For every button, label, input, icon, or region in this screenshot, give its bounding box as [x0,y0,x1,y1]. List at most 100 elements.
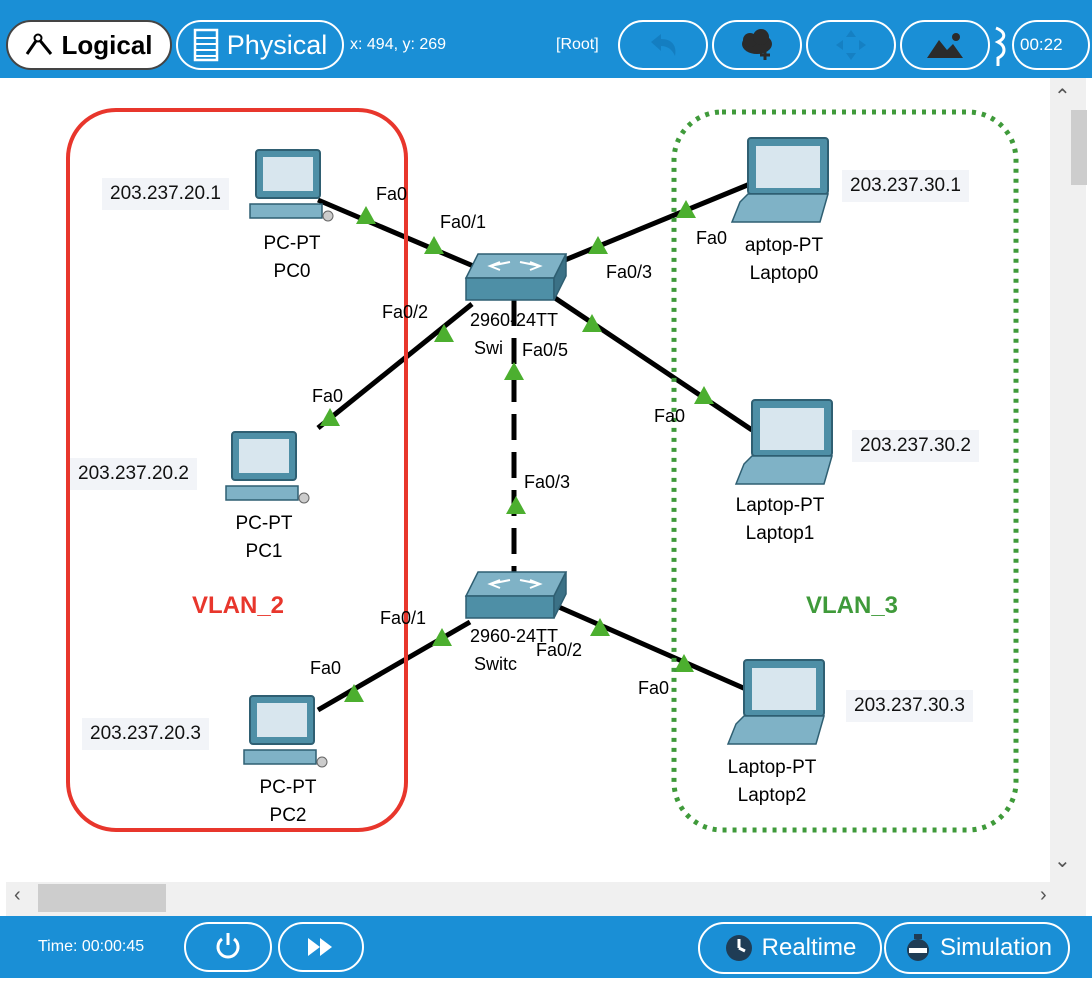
back-arrow-icon [651,34,676,56]
scroll-down-icon[interactable]: ⌄ [1054,850,1071,872]
cluster-button[interactable] [712,20,802,70]
laptop2-ip: 203.237.30.3 [846,690,973,722]
port-label: Fa0/1 [380,608,427,628]
vertical-scroll-thumb[interactable] [1071,110,1087,185]
vlan3-zone [671,109,1019,833]
pc0-label: PC-PT PC0 [250,230,334,286]
switch1-label: 2960-24TT Switc [462,622,566,678]
laptop1-label: Laptop-PT Laptop1 [724,492,836,548]
switch0-type: 2960-24TT [469,310,559,330]
vertical-scrollbar[interactable] [1050,78,1086,886]
clock-text: 00:22 [1020,35,1063,54]
horizontal-scrollbar[interactable] [6,882,1086,916]
scroll-up-icon[interactable]: ⌃ [1054,86,1071,108]
link-laptop0-switch0 [559,181,751,265]
simulation-button[interactable]: Simulation [884,922,1070,974]
scroll-left-icon[interactable]: ‹ [14,884,21,906]
cursor-coordinates: x: 494, y: 269 [350,36,447,53]
port-label: Fa0 [638,678,670,698]
cloud-icon [742,29,772,60]
port-label: Fa0/3 [606,262,653,282]
horizontal-scroll-thumb[interactable] [38,884,166,912]
link-pc0-switch0 [317,197,479,271]
switch0-name: Swi [474,338,504,358]
logical-label: Logical [61,29,153,60]
pc2-label: PC-PT PC2 [246,774,330,830]
back-button[interactable] [618,20,708,70]
vlan2-zone [66,108,408,832]
pc2-type: PC-PT [259,777,317,798]
realtime-label: Realtime [761,934,857,961]
laptop0-name: Laptop0 [749,263,819,284]
image-icon [927,33,963,58]
link-indicator [344,684,364,702]
link-indicator [424,236,444,254]
switch1-name: Switc [474,654,518,674]
bottom-toolbar: Time: 00:00:45 Realtime Simulation [0,916,1092,978]
port-label: Fa0/1 [440,212,487,232]
link-indicator [356,206,376,224]
link-indicator [674,654,694,672]
port-label: Fa0/3 [524,472,571,492]
link-indicator [694,386,714,404]
pc2-icon[interactable] [243,695,328,768]
link-indicator [582,314,602,332]
physical-tab[interactable]: Physical [176,20,344,70]
simulation-label: Simulation [939,934,1053,961]
link-pc1-switch0 [316,302,474,430]
laptop2-icon[interactable] [726,659,825,745]
root-label: [Root] [556,36,599,53]
pc2-name: PC2 [269,805,307,826]
pc0-type: PC-PT [263,233,321,254]
port-label: Fa0 [312,386,344,406]
laptop1-icon[interactable] [734,399,833,485]
pc1-ip: 203.237.20.2 [70,458,197,490]
port-label: Fa0 [696,228,728,248]
switch1-icon[interactable] [464,571,568,619]
pc1-type: PC-PT [235,513,293,534]
link-indicator [504,362,524,380]
physical-label: Physical [226,29,328,60]
logical-tab[interactable]: Logical [6,20,172,70]
power-cycle-button[interactable] [184,922,272,972]
link-indicator [676,200,696,218]
port-label: Fa0 [376,184,408,204]
laptop0-ip: 203.237.30.1 [842,170,969,202]
port-label: Fa0/5 [522,340,569,360]
link-indicator [588,236,608,254]
switch0-icon[interactable] [464,253,568,301]
laptop2-label: Laptop-PT Laptop2 [716,754,828,810]
power-cycle-icon [216,933,240,959]
laptop1-type: Laptop-PT [735,495,825,516]
vlan3-label: VLAN_3 [806,592,899,619]
simulation-time: Time: 00:00:45 [38,938,145,955]
port-label: Fa0/2 [536,640,583,660]
clock-display: 00:22 [1012,20,1090,70]
switch1-type: 2960-24TT [469,626,559,646]
laptop1-ip: 203.237.30.2 [852,430,979,462]
port-label: Fa0/2 [382,302,429,322]
link-indicator [432,628,452,646]
port-label: Fa0 [654,406,686,426]
background-button[interactable] [900,20,990,70]
pc1-icon[interactable] [225,431,310,504]
pc0-ip: 203.237.20.1 [102,178,229,210]
vlan2-label: VLAN_2 [192,592,285,619]
link-indicator [590,618,610,636]
link-indicator [320,408,340,426]
physical-icon [193,28,218,62]
fast-forward-button[interactable] [278,922,364,972]
laptop2-type: Laptop-PT [727,757,817,778]
laptop2-name: Laptop2 [737,785,807,806]
laptop0-type: aptop-PT [744,235,824,256]
realtime-button[interactable]: Realtime [698,922,882,974]
switch0-label: 2960-24TT Swi [462,306,566,362]
pc0-name: PC0 [273,261,311,282]
pc0-icon[interactable] [249,149,334,222]
scroll-right-icon[interactable]: › [1040,884,1047,906]
laptop0-icon[interactable] [730,137,829,223]
move-button[interactable] [806,20,896,70]
link-laptop1-switch0 [550,293,754,433]
laptop1-name: Laptop1 [745,523,815,544]
